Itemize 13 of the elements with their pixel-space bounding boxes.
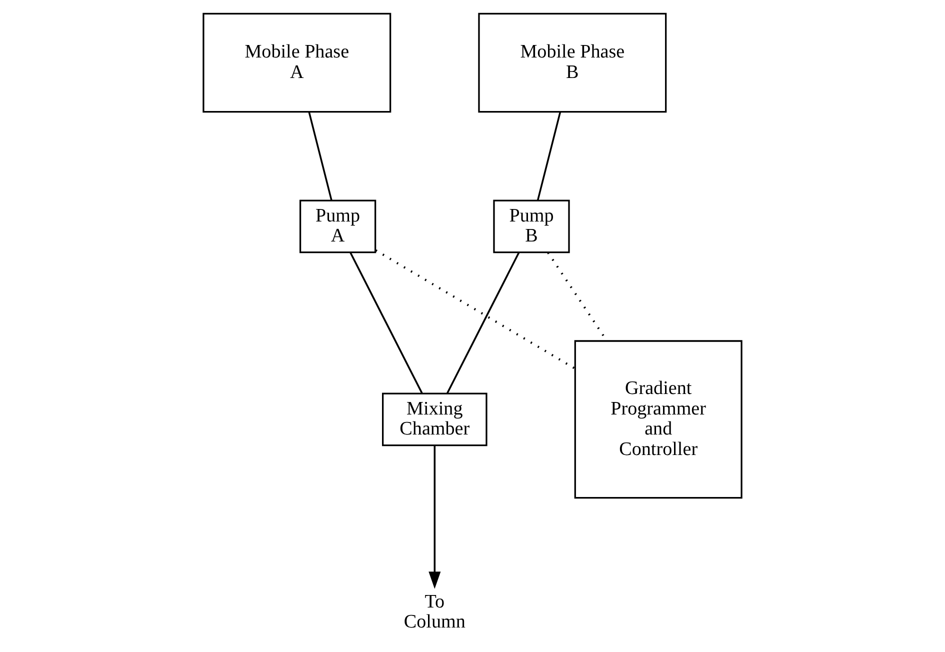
arrow (428, 446, 441, 589)
node-box: Gradient Programmer and Controller (574, 340, 742, 499)
connector (536, 112, 562, 201)
connector (446, 252, 520, 394)
connector (308, 112, 332, 201)
node-box: Mobile Phase B (478, 12, 667, 113)
node-box: Pump A (299, 200, 376, 254)
connector (350, 252, 423, 394)
node-text: To Column (404, 591, 466, 633)
connector (375, 249, 576, 370)
node-box: Pump B (493, 200, 570, 254)
node-box: Mixing Chamber (382, 392, 488, 446)
node-box: Mobile Phase A (202, 12, 392, 113)
